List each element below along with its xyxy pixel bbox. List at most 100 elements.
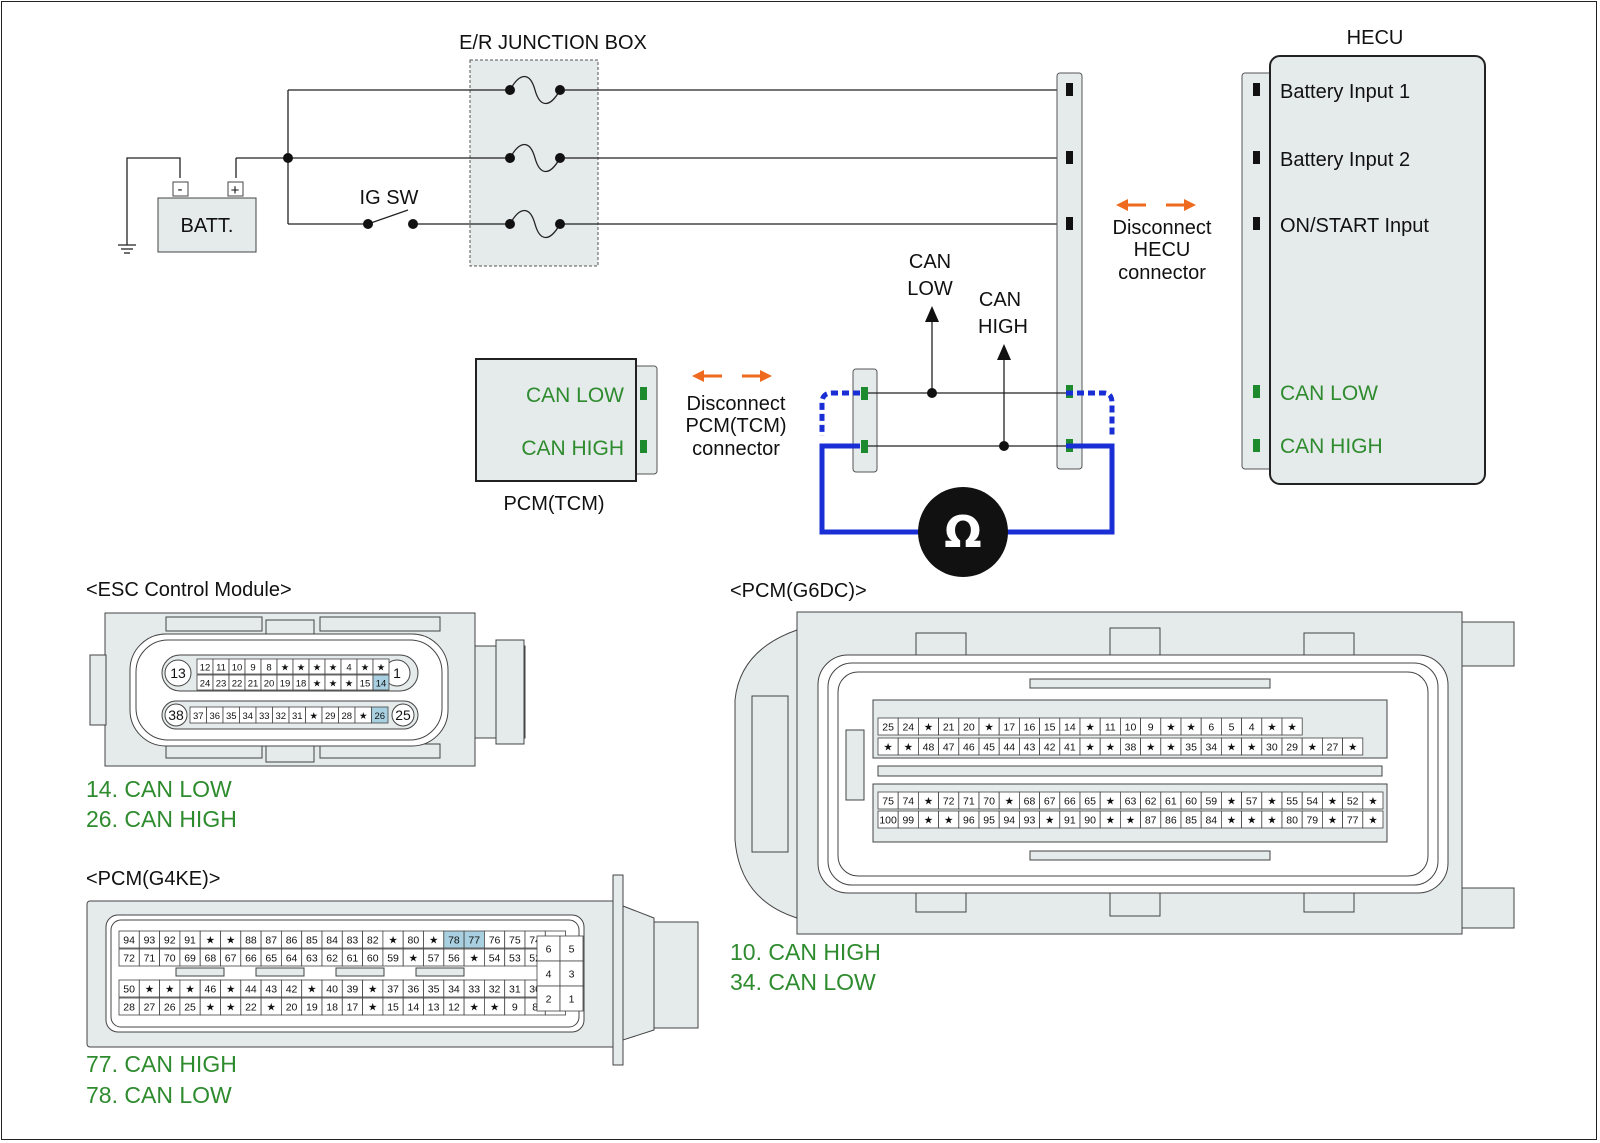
pin-label: ★ xyxy=(1227,796,1237,808)
pin-label: 67 xyxy=(225,953,237,965)
pcm-pin-can-low: CAN LOW xyxy=(526,384,624,407)
can-low-arrow xyxy=(925,306,939,322)
pin-label: 14 xyxy=(408,1002,420,1014)
pin-label: 4 xyxy=(346,663,351,674)
pin-label: 36 xyxy=(209,711,220,722)
pin-label: 85 xyxy=(306,935,318,947)
pin-label: 63 xyxy=(1125,796,1137,808)
pin-label: 26 xyxy=(374,711,385,722)
pin-label: ★ xyxy=(206,1002,216,1014)
pin-label: 82 xyxy=(367,935,379,947)
pin-label: ★ xyxy=(1308,742,1318,754)
pin-label: ★ xyxy=(313,679,322,690)
g6dc-note-can-high: 10. CAN HIGH xyxy=(730,939,881,965)
pin-label: 65 xyxy=(1084,796,1096,808)
pin-label: 12 xyxy=(448,1002,460,1014)
disconnect-pcm-line1: Disconnect xyxy=(687,393,786,415)
pin-label: 77 xyxy=(468,935,480,947)
pin-label: 8 xyxy=(532,1002,538,1014)
pin-label: ★ xyxy=(313,663,322,674)
pin-label: 48 xyxy=(923,742,935,754)
junction-box xyxy=(469,59,599,267)
pin-label: 28 xyxy=(123,1002,135,1014)
pin-label: 72 xyxy=(943,796,955,808)
pin-cell xyxy=(372,658,390,675)
pin-label: 36 xyxy=(408,984,420,996)
hecu-pin-battery-input-2: Battery Input 2 xyxy=(1280,149,1410,171)
pin-label: ★ xyxy=(297,663,306,674)
pin-label: 32 xyxy=(489,984,501,996)
pin-label: ★ xyxy=(361,663,370,674)
pin-label: 80 xyxy=(1286,815,1298,827)
pin-label: 75 xyxy=(882,796,894,808)
pin-label: 57 xyxy=(428,953,440,965)
pin-label: 13 xyxy=(428,1002,440,1014)
pin-label: ★ xyxy=(359,711,368,722)
disconnect-hecu-line1: Disconnect xyxy=(1113,217,1212,239)
pin-label: 62 xyxy=(1145,796,1157,808)
disconnect-pcm-line2: PCM(TCM) xyxy=(685,415,786,437)
pin-label: ★ xyxy=(1106,815,1116,827)
pin-label: 4 xyxy=(1249,722,1255,734)
pin-label: ★ xyxy=(944,815,954,827)
pin-label: ★ xyxy=(307,984,317,996)
pin-label: 31 xyxy=(509,984,521,996)
pin-label: ★ xyxy=(1085,742,1095,754)
pin-label: 20 xyxy=(264,679,275,690)
pin-cell xyxy=(1342,737,1364,756)
pin-label: 67 xyxy=(1044,796,1056,808)
pin-label: 46 xyxy=(963,742,975,754)
pin-label: 56 xyxy=(448,953,460,965)
pin-label: 38 xyxy=(1125,742,1137,754)
pin-label: 33 xyxy=(468,984,480,996)
pin-label: ★ xyxy=(226,984,236,996)
pin-label: 91 xyxy=(1064,815,1076,827)
hecu-pin-battery-input-1: Battery Input 1 xyxy=(1280,81,1410,103)
pin-label: 26 xyxy=(164,1002,176,1014)
big-pin xyxy=(164,659,192,687)
pin-label: 86 xyxy=(286,935,298,947)
pin-label: 85 xyxy=(1185,815,1197,827)
pin-label: 35 xyxy=(226,711,237,722)
esc-note-can-low: 14. CAN LOW xyxy=(86,776,232,802)
pin-label: ★ xyxy=(1368,796,1378,808)
pin-label: 80 xyxy=(408,935,420,947)
pin-label: 2 xyxy=(546,994,552,1006)
pin-label: ★ xyxy=(984,722,994,734)
pin-label: ★ xyxy=(1166,742,1176,754)
pin-label: 46 xyxy=(205,984,217,996)
hecu-pin-can-high: CAN HIGH xyxy=(1280,435,1383,458)
pin-label: 88 xyxy=(245,935,257,947)
hecu-connector-pins xyxy=(1253,83,1260,452)
junction-box-label: E/R JUNCTION BOX xyxy=(459,32,647,54)
pin-label: ★ xyxy=(1227,742,1237,754)
pin-label: 70 xyxy=(983,796,995,808)
pin-cell xyxy=(372,674,390,691)
pin-label: 6 xyxy=(546,944,552,956)
pin-label: 57 xyxy=(1246,796,1258,808)
pin-label: ★ xyxy=(368,984,378,996)
pin-label: 93 xyxy=(1024,815,1036,827)
pin-label: 37 xyxy=(193,711,204,722)
pin-label: ★ xyxy=(1267,722,1277,734)
pin-label: ★ xyxy=(1328,815,1338,827)
pin-label: 5 xyxy=(569,944,575,956)
pin-label: ★ xyxy=(1267,815,1277,827)
pin-label: 9 xyxy=(1148,722,1154,734)
pin-label: 29 xyxy=(1286,742,1298,754)
pin-cell xyxy=(1362,810,1384,829)
pin-cell xyxy=(371,706,389,724)
pin-label: 87 xyxy=(1145,815,1157,827)
hecu-pin-on-start-input: ON/START Input xyxy=(1280,215,1429,237)
pin-label: ★ xyxy=(409,953,419,965)
pin-label: ★ xyxy=(1348,742,1358,754)
pin-label: 14 xyxy=(376,679,387,690)
pin-label: 84 xyxy=(326,935,338,947)
pin-label: 69 xyxy=(184,953,196,965)
pin-label: 47 xyxy=(943,742,955,754)
pin-label: 44 xyxy=(1003,742,1015,754)
pin-label: 45 xyxy=(983,742,995,754)
big-pin-label: 1 xyxy=(393,665,401,681)
